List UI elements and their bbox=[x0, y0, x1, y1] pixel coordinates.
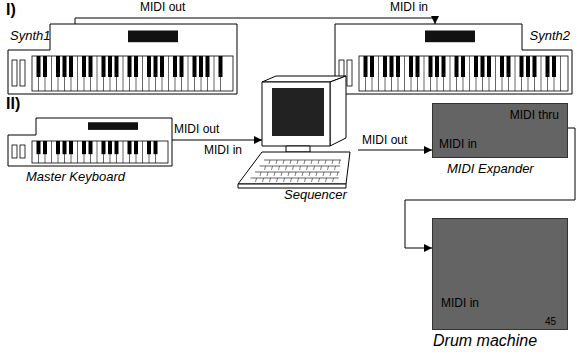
page-number: 45 bbox=[545, 316, 556, 328]
port-label: MIDI in bbox=[204, 144, 242, 158]
midi-cable bbox=[75, 18, 435, 24]
key-bed bbox=[32, 56, 233, 91]
display bbox=[88, 122, 138, 130]
keys bbox=[37, 141, 158, 163]
synth-name: Synth2 bbox=[530, 29, 570, 44]
computer-keyboard bbox=[238, 152, 350, 184]
sequencer-computer-drawing bbox=[262, 76, 358, 202]
key-bed bbox=[32, 141, 168, 163]
monitor-stand bbox=[286, 146, 310, 152]
display bbox=[128, 31, 178, 43]
keys bbox=[251, 160, 342, 182]
section-number: I) bbox=[6, 1, 16, 19]
keys bbox=[364, 56, 561, 91]
display bbox=[425, 31, 475, 43]
section-number: II) bbox=[6, 95, 20, 113]
midi-cable bbox=[358, 150, 432, 151]
sequencer-computer: Sequencer bbox=[262, 76, 358, 202]
drum-machine: MIDI inDrum machine bbox=[432, 218, 568, 330]
port-name: MIDI in bbox=[439, 138, 477, 152]
device-name: Sequencer bbox=[284, 188, 347, 203]
screen bbox=[272, 88, 324, 136]
midi-expander: MIDI thruMIDI inMIDI Expander bbox=[432, 103, 568, 158]
key-bed bbox=[359, 56, 568, 91]
port-name: MIDI thru bbox=[510, 109, 559, 123]
wheel bbox=[20, 60, 25, 86]
keyboard-body bbox=[8, 24, 237, 94]
keyboard-body bbox=[335, 24, 572, 94]
port-label: MIDI out bbox=[140, 1, 185, 15]
device-name: Master Keyboard bbox=[26, 170, 125, 185]
monitor-front bbox=[262, 82, 330, 146]
midi-cable bbox=[172, 140, 262, 141]
port-name: MIDI in bbox=[441, 297, 479, 311]
port-label: MIDI out bbox=[174, 123, 219, 137]
synth-keyboard: Synth2 bbox=[335, 24, 572, 94]
synth-name: Synth1 bbox=[10, 29, 50, 44]
port-label: MIDI out bbox=[362, 134, 407, 148]
device-name: MIDI Expander bbox=[447, 162, 534, 177]
port-label: MIDI in bbox=[390, 1, 428, 15]
synth-keyboard: Synth1 bbox=[8, 24, 237, 94]
device-name: Drum machine bbox=[433, 332, 537, 350]
wheel bbox=[20, 145, 25, 158]
wheel bbox=[12, 145, 17, 158]
keyboard-body bbox=[8, 118, 172, 166]
master-keyboard: Master Keyboard bbox=[8, 118, 172, 166]
monitor-side bbox=[330, 76, 346, 146]
wheel bbox=[347, 60, 352, 86]
keys bbox=[37, 56, 223, 91]
wheel bbox=[12, 60, 17, 86]
master-keyboard-drawing bbox=[8, 118, 172, 166]
